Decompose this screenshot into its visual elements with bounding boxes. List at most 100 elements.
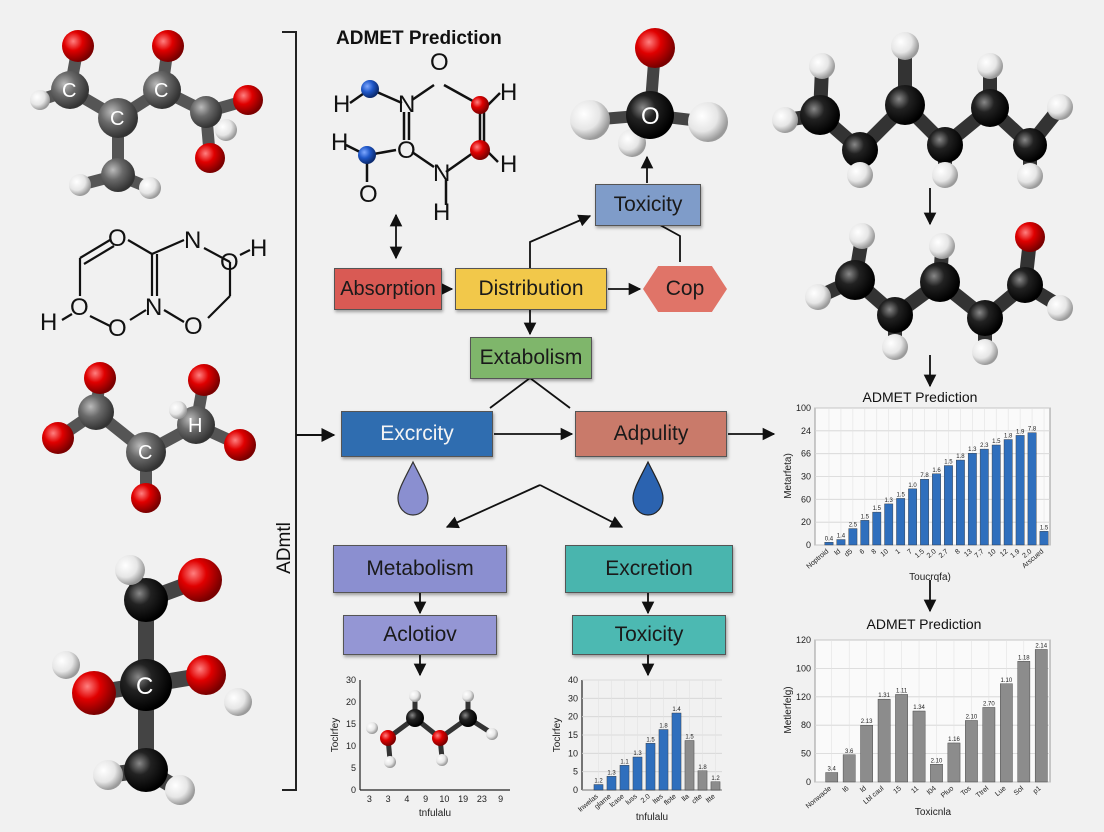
x-tick-label: Sol xyxy=(1013,785,1026,797)
bar xyxy=(658,729,669,791)
x-tick-label: Nonwacle xyxy=(805,785,833,810)
bar-value-label: 1.3 xyxy=(968,447,977,453)
bar-value-label: 1.9 xyxy=(1016,429,1025,435)
bar xyxy=(619,765,630,791)
atom-label: O xyxy=(108,315,127,342)
side-label: ADmtl xyxy=(274,522,295,574)
bar xyxy=(956,459,965,546)
excrcity-node: Excrcity xyxy=(341,411,493,457)
x-tick-label: 2.0 xyxy=(1021,548,1033,560)
y-tick-label: 0 xyxy=(351,785,356,795)
atom-label: C xyxy=(154,80,168,102)
bar-value-label: 1.1 xyxy=(620,759,629,765)
bar xyxy=(991,444,1001,546)
bar-value-label: 1.31 xyxy=(878,693,890,699)
y-tick-label: 120 xyxy=(796,635,811,645)
atom-label: O xyxy=(70,294,89,321)
y-tick-label: 100 xyxy=(796,403,811,413)
ball-stick-molecule-3: C xyxy=(52,555,252,805)
metabolism-node: Metabolism xyxy=(333,545,507,593)
droplet-icon xyxy=(397,460,429,516)
bar xyxy=(932,473,941,546)
bar-value-label: 2.14 xyxy=(1035,643,1047,649)
atom-label: H xyxy=(500,151,517,178)
y-tick-label: 30 xyxy=(801,472,811,482)
y-tick-label: 5 xyxy=(573,767,578,777)
y-tick-label: 80 xyxy=(801,720,811,730)
bar xyxy=(842,754,856,783)
adpulity-node: Adpulity xyxy=(575,411,727,457)
bar-value-label: 2.3 xyxy=(980,443,989,449)
x-tick-label: Tos xyxy=(960,785,973,798)
x-tick-label: clte xyxy=(691,793,704,805)
bar-value-label: 1.3 xyxy=(633,751,642,757)
excretion-node: Excretion xyxy=(565,545,733,593)
atom-label: C xyxy=(110,108,124,130)
bar xyxy=(1003,439,1013,546)
axis-label-x: tnfulalu xyxy=(636,812,668,823)
x-tick-label: 3 xyxy=(367,794,372,804)
x-tick-label: l6 xyxy=(842,785,851,794)
ball-stick-molecule-right-1 xyxy=(772,32,1073,189)
chart-molecule xyxy=(366,690,498,768)
bar-value-label: 7.8 xyxy=(1028,427,1037,433)
flow-connectors xyxy=(389,155,937,677)
x-tick-label: 8 xyxy=(954,548,962,556)
bar xyxy=(1039,531,1049,546)
bar-value-label: 1.4 xyxy=(837,534,846,540)
chart-title: ADMET Prediction xyxy=(867,616,982,632)
ball-stick-molecule-right-2 xyxy=(805,222,1073,365)
atom-label: N xyxy=(433,160,450,187)
x-tick-label: 13 xyxy=(963,548,974,558)
x-tick-label: ld xyxy=(859,785,868,794)
bar xyxy=(930,764,943,783)
x-tick-label: 10 xyxy=(987,548,998,558)
bar xyxy=(877,698,891,783)
bar xyxy=(824,542,834,546)
bar xyxy=(979,448,989,546)
droplet-icon xyxy=(632,460,664,516)
x-tick-label: Lue xyxy=(994,785,1008,798)
bar-value-label: 2.13 xyxy=(861,719,873,725)
x-tick-label: 2.0 xyxy=(640,793,652,805)
y-tick-label: 40 xyxy=(568,675,578,685)
bar-value-label: 1.8 xyxy=(956,454,965,460)
bar-value-label: 1.18 xyxy=(1018,655,1030,661)
atom-label: N xyxy=(145,294,162,321)
bar-value-label: 2.5 xyxy=(849,523,858,529)
atom-label: H xyxy=(188,415,202,437)
bar-value-label: 1.34 xyxy=(913,705,925,711)
aclotiov-node: Aclotiov xyxy=(343,615,497,655)
atom-label: C xyxy=(138,442,152,464)
toxicity-bottom-node: Toxicity xyxy=(572,615,726,655)
page-title: ADMET Prediction xyxy=(336,28,502,49)
x-tick-label: 8 xyxy=(871,548,879,556)
x-tick-label: 1.5 xyxy=(914,548,926,560)
x-tick-label: ld xyxy=(834,548,843,557)
y-tick-label: 50 xyxy=(801,749,811,759)
bar xyxy=(684,740,695,791)
chart-title: ADMET Prediction xyxy=(863,389,978,405)
bar xyxy=(593,784,604,791)
bar xyxy=(912,710,926,783)
bar-value-label: 0.4 xyxy=(825,536,834,542)
atom-label: C xyxy=(136,673,153,700)
x-tick-label: 6 xyxy=(859,548,867,556)
atom-label: H xyxy=(433,199,450,226)
axis-label-y: Toclrfey xyxy=(552,718,563,752)
bar xyxy=(645,743,656,791)
bar-value-label: 1.2 xyxy=(711,776,720,782)
bar-value-label: 1.4 xyxy=(672,707,681,713)
bar xyxy=(884,503,894,546)
y-tick-label: 66 xyxy=(801,449,811,459)
bar xyxy=(697,770,708,791)
bar-value-label: 1.16 xyxy=(948,737,960,743)
bar-value-label: 1.6 xyxy=(932,468,941,474)
bar xyxy=(848,528,858,546)
x-tick-label: 19 xyxy=(458,794,468,804)
y-tick-label: 20 xyxy=(568,712,578,722)
x-tick-label: d5 xyxy=(844,548,855,558)
absorption-node: Absorption xyxy=(334,268,442,310)
